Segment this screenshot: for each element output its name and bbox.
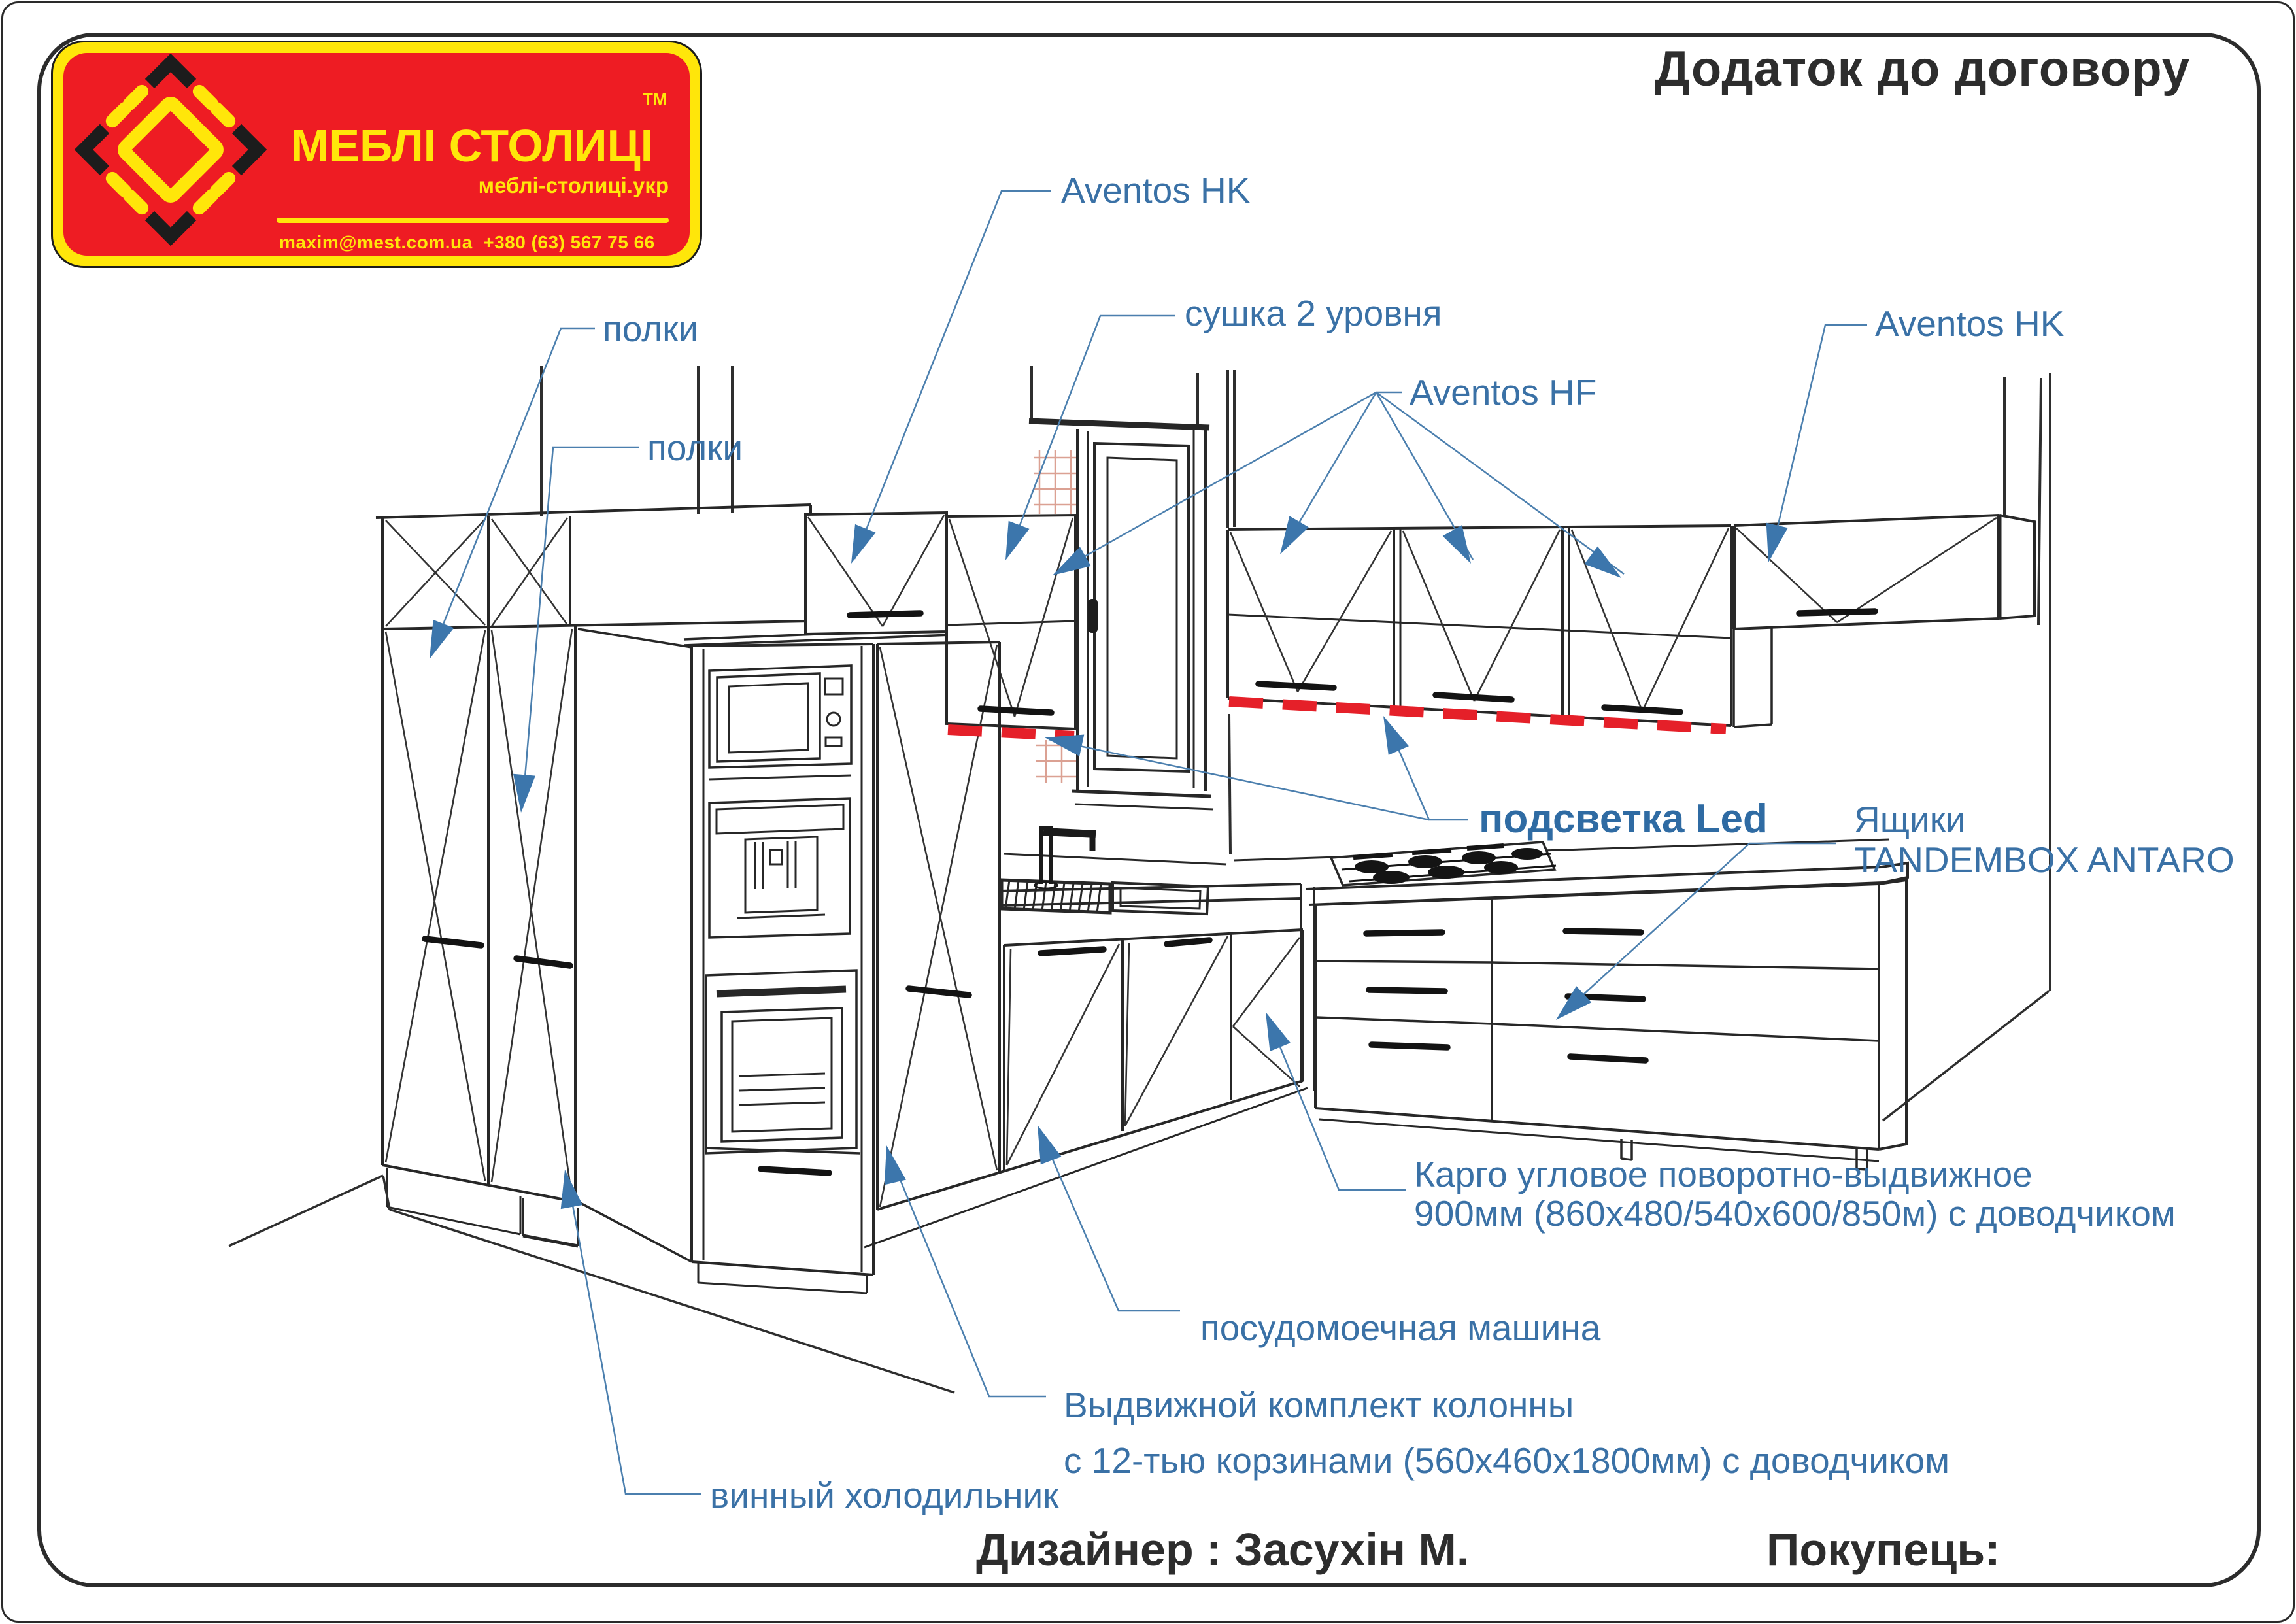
callout-label-aventos-hk-right: Aventos HK <box>1875 303 2065 344</box>
logo-tm-mark: ТМ <box>643 90 667 109</box>
tall-wardrobe <box>381 626 692 1263</box>
callout-label-dishwasher: посудомоечная машина <box>1200 1308 1601 1348</box>
microwave-icon <box>708 664 853 769</box>
callout-label-podsvetka-led: подсветка Led <box>1479 796 1768 841</box>
sink-draining-board <box>1000 878 1112 915</box>
right-hk-cabinet <box>1731 514 2036 728</box>
callout-label-wine-fridge: винный холодильник <box>710 1475 1059 1515</box>
callout-label-polki-lower: полки <box>647 428 743 468</box>
designer-name: Дизайнер : Засухін М. <box>976 1524 1470 1575</box>
drawer-unit <box>1314 878 1908 1171</box>
logo-divider-line <box>277 218 669 223</box>
callout-label-kargo-line2: 900мм (860х480/540х600/850м) с доводчико… <box>1414 1193 2176 1234</box>
door-handles <box>422 608 1878 1176</box>
base-cabinets-left <box>864 928 1308 1249</box>
gas-hob-icon <box>1329 841 1557 887</box>
logo-brand-text: МЕБЛІ СТОЛИЦІ <box>291 120 654 171</box>
page-border <box>37 33 2261 1587</box>
diamond-logo-icon <box>74 53 267 246</box>
callout-label-yashchiki-line1: Ящики <box>1854 799 1966 839</box>
sink-bowl <box>1111 881 1210 916</box>
oven-icon <box>705 969 858 1155</box>
logo-contact-info: maxim@mest.com.ua +380 (63) 567 75 66 <box>279 232 655 252</box>
dryer-cabinet <box>945 513 1077 731</box>
wine-fridge-niche <box>522 1198 579 1248</box>
appliance-tower <box>690 643 875 1294</box>
callout-label-polki-upper: полки <box>603 309 699 349</box>
callout-label-column-line2: с 12-тью корзинами (560х460х1800мм) с до… <box>1064 1440 1950 1481</box>
callout-label-aventos-hk-top: Aventos HK <box>1061 170 1251 211</box>
page-title: Додаток до договору <box>1654 41 2190 97</box>
callout-arrows <box>430 516 1788 1210</box>
buyer-label: Покупець: <box>1766 1524 2001 1575</box>
window-grid-glass <box>1034 450 1076 783</box>
company-logo: МЕБЛІ СТОЛИЦІ ТМ меблі-столиці.укр maxim… <box>51 41 702 268</box>
coffee-machine-icon <box>708 797 851 939</box>
left-counter <box>998 826 1302 916</box>
callout-label-aventos-hf: Aventos HF <box>1410 372 1597 413</box>
pullout-column <box>876 641 1001 1210</box>
callout-lines <box>430 190 1867 1495</box>
faucet-icon <box>1034 826 1096 890</box>
wardrobe-top-cabinets <box>375 503 812 630</box>
floor-lines <box>228 990 2050 1394</box>
callout-label-yashchiki-line2: TANDEMBOX ANTARO <box>1854 839 2235 880</box>
callout-label-sushka: сушка 2 уровня <box>1185 293 1442 333</box>
window-handle <box>1088 599 1098 633</box>
logo-website: меблі-столиці.укр <box>478 173 669 197</box>
callout-label-kargo-line1: Карго угловое поворотно-выдвижное <box>1414 1154 2033 1194</box>
led-strip-lines <box>947 696 1727 741</box>
wall-lines <box>540 366 2051 991</box>
callout-label-column-line1: Выдвижной комплект колонны <box>1064 1385 1574 1425</box>
